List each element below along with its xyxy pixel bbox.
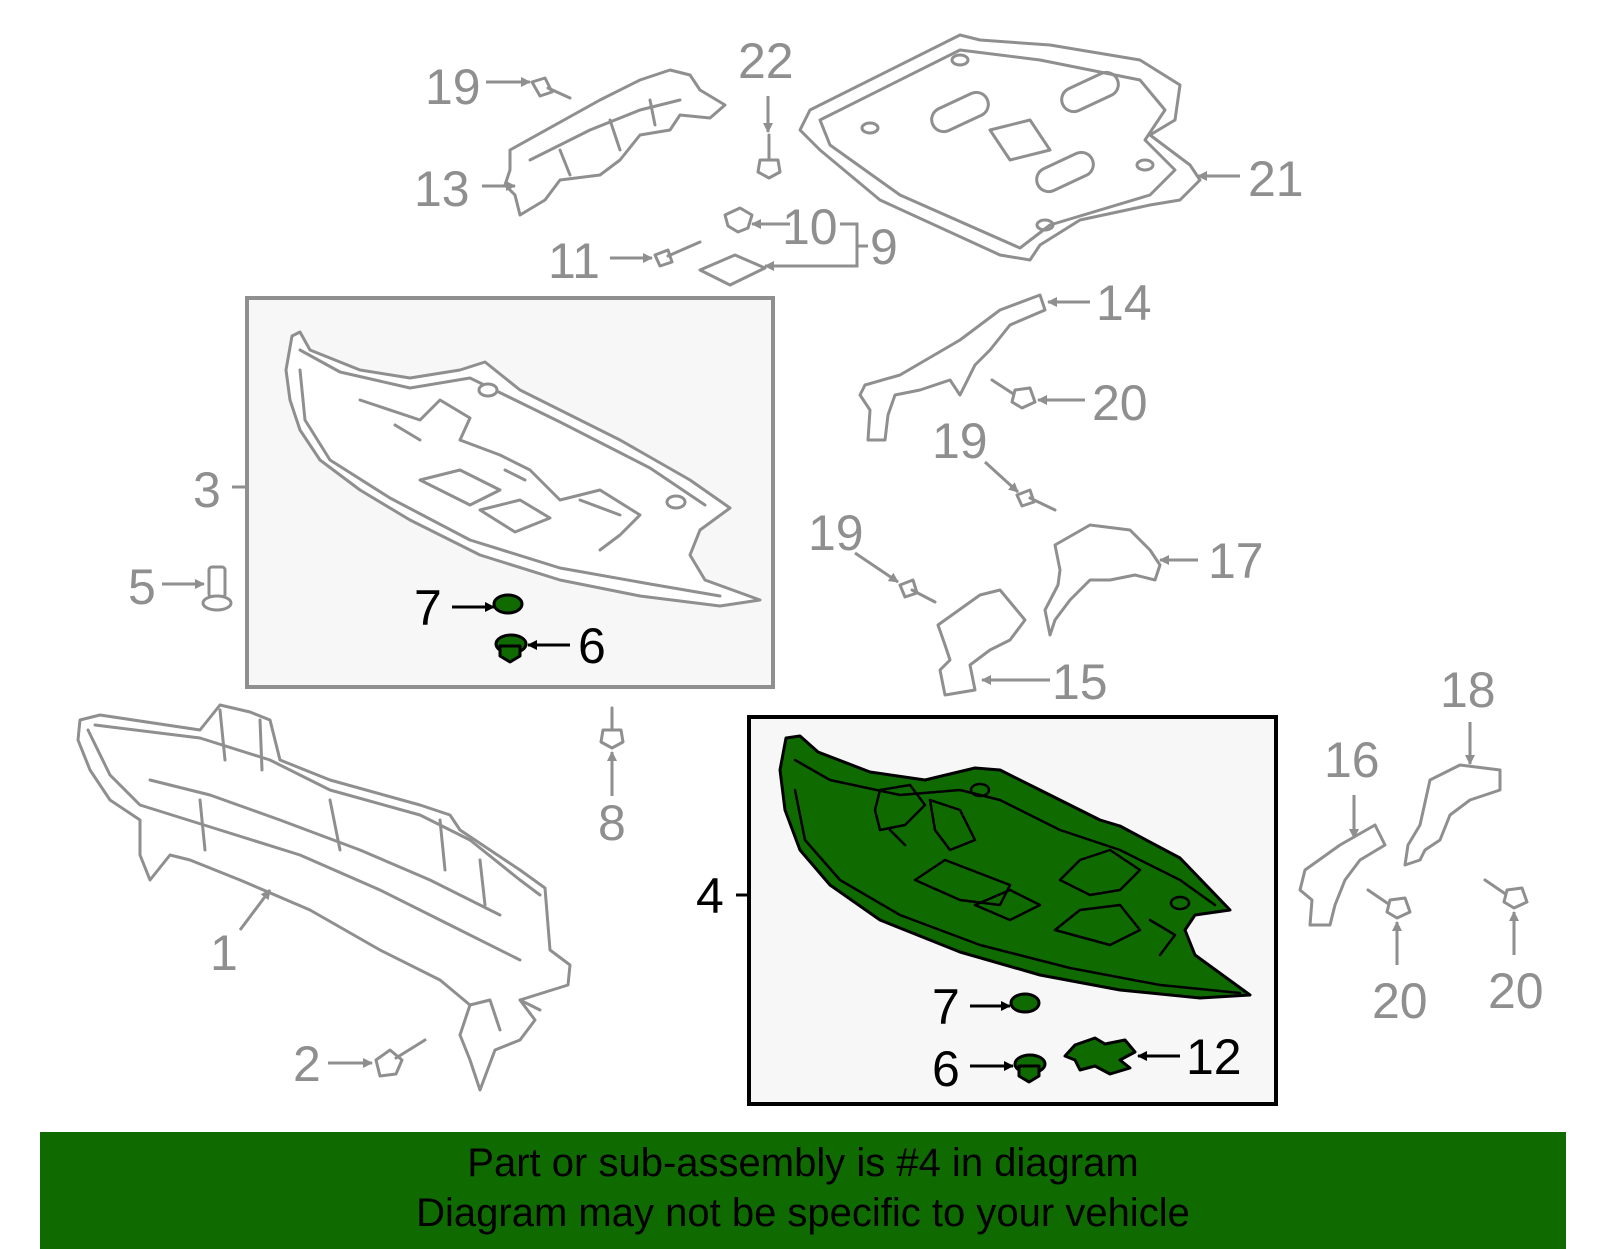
- part-3-splash-shield: [284, 330, 762, 608]
- part-19-bolt-top: [530, 76, 572, 100]
- part-1-reinforcement: [76, 703, 572, 1092]
- part-16-bracket: [1298, 823, 1387, 927]
- callout-6b: 6: [932, 1041, 960, 1097]
- part-20-bolt-right-b: [1483, 878, 1529, 910]
- leader-lines: [162, 77, 1519, 1071]
- callout-7a: 7: [414, 580, 442, 636]
- callout-17: 17: [1208, 533, 1264, 589]
- notice-banner: Part or sub-assembly is #4 in diagram Di…: [40, 1132, 1566, 1249]
- part-18-bracket: [1403, 763, 1502, 867]
- callout-18: 18: [1440, 662, 1496, 718]
- callout-19b: 19: [932, 413, 988, 469]
- callout-5: 5: [128, 559, 156, 615]
- part-20-bolt-mid: [990, 378, 1037, 410]
- part-6-nut-inset4: [1013, 1053, 1047, 1084]
- callout-19a: 19: [425, 59, 481, 115]
- callout-2: 2: [293, 1036, 321, 1092]
- part-20-bolt-right-a: [1366, 888, 1412, 920]
- part-4-splash-shield: [778, 734, 1252, 1000]
- part-6-nut-inset3: [494, 633, 528, 664]
- callout-22: 22: [738, 33, 794, 89]
- part-19-bolt-lower: [898, 578, 937, 604]
- part-5-pin: [201, 565, 233, 612]
- part-8-bolt: [599, 706, 625, 750]
- callout-3: 3: [193, 462, 221, 518]
- part-11-bolt: [653, 240, 702, 268]
- callout-labels: 1 2 3 4 5 6 6 7 7 8 9 10 11 12 13 14 15 …: [128, 33, 1544, 1097]
- callout-14: 14: [1096, 275, 1152, 331]
- callout-8: 8: [598, 795, 626, 851]
- part-10-nut: [723, 206, 754, 234]
- callout-20a: 20: [1092, 375, 1148, 431]
- callout-19c: 19: [808, 505, 864, 561]
- callout-1: 1: [210, 925, 238, 981]
- banner-line-part-number: Part or sub-assembly is #4 in diagram: [467, 1141, 1139, 1185]
- part-21-skid-plate: [798, 33, 1202, 262]
- callout-10: 10: [782, 199, 838, 255]
- part-14-bracket: [858, 293, 1047, 442]
- part-22-bolt: [756, 133, 782, 180]
- part-7-washer-inset4: [1009, 992, 1041, 1014]
- callout-20c: 20: [1488, 963, 1544, 1019]
- callout-16: 16: [1324, 732, 1380, 788]
- callout-9: 9: [870, 219, 898, 275]
- part-19-bolt-mid: [1015, 488, 1057, 512]
- banner-line-disclaimer: Diagram may not be specific to your vehi…: [416, 1191, 1190, 1235]
- part-17-bracket: [1043, 523, 1162, 637]
- callout-4: 4: [696, 868, 724, 924]
- part-13-bracket: [503, 68, 727, 217]
- part-7-washer-inset3: [492, 593, 524, 615]
- callout-20b: 20: [1372, 973, 1428, 1029]
- callout-7b: 7: [932, 979, 960, 1035]
- callout-12: 12: [1186, 1029, 1242, 1085]
- part-2-bolt: [374, 1038, 427, 1078]
- part-15-bracket: [936, 588, 1027, 697]
- callout-13: 13: [414, 161, 470, 217]
- callout-6a: 6: [578, 618, 606, 674]
- callout-21: 21: [1248, 151, 1304, 207]
- part-12-pad: [1063, 1036, 1137, 1076]
- part-9-pad: [698, 253, 767, 287]
- callout-11: 11: [548, 233, 600, 289]
- callout-15: 15: [1052, 654, 1108, 710]
